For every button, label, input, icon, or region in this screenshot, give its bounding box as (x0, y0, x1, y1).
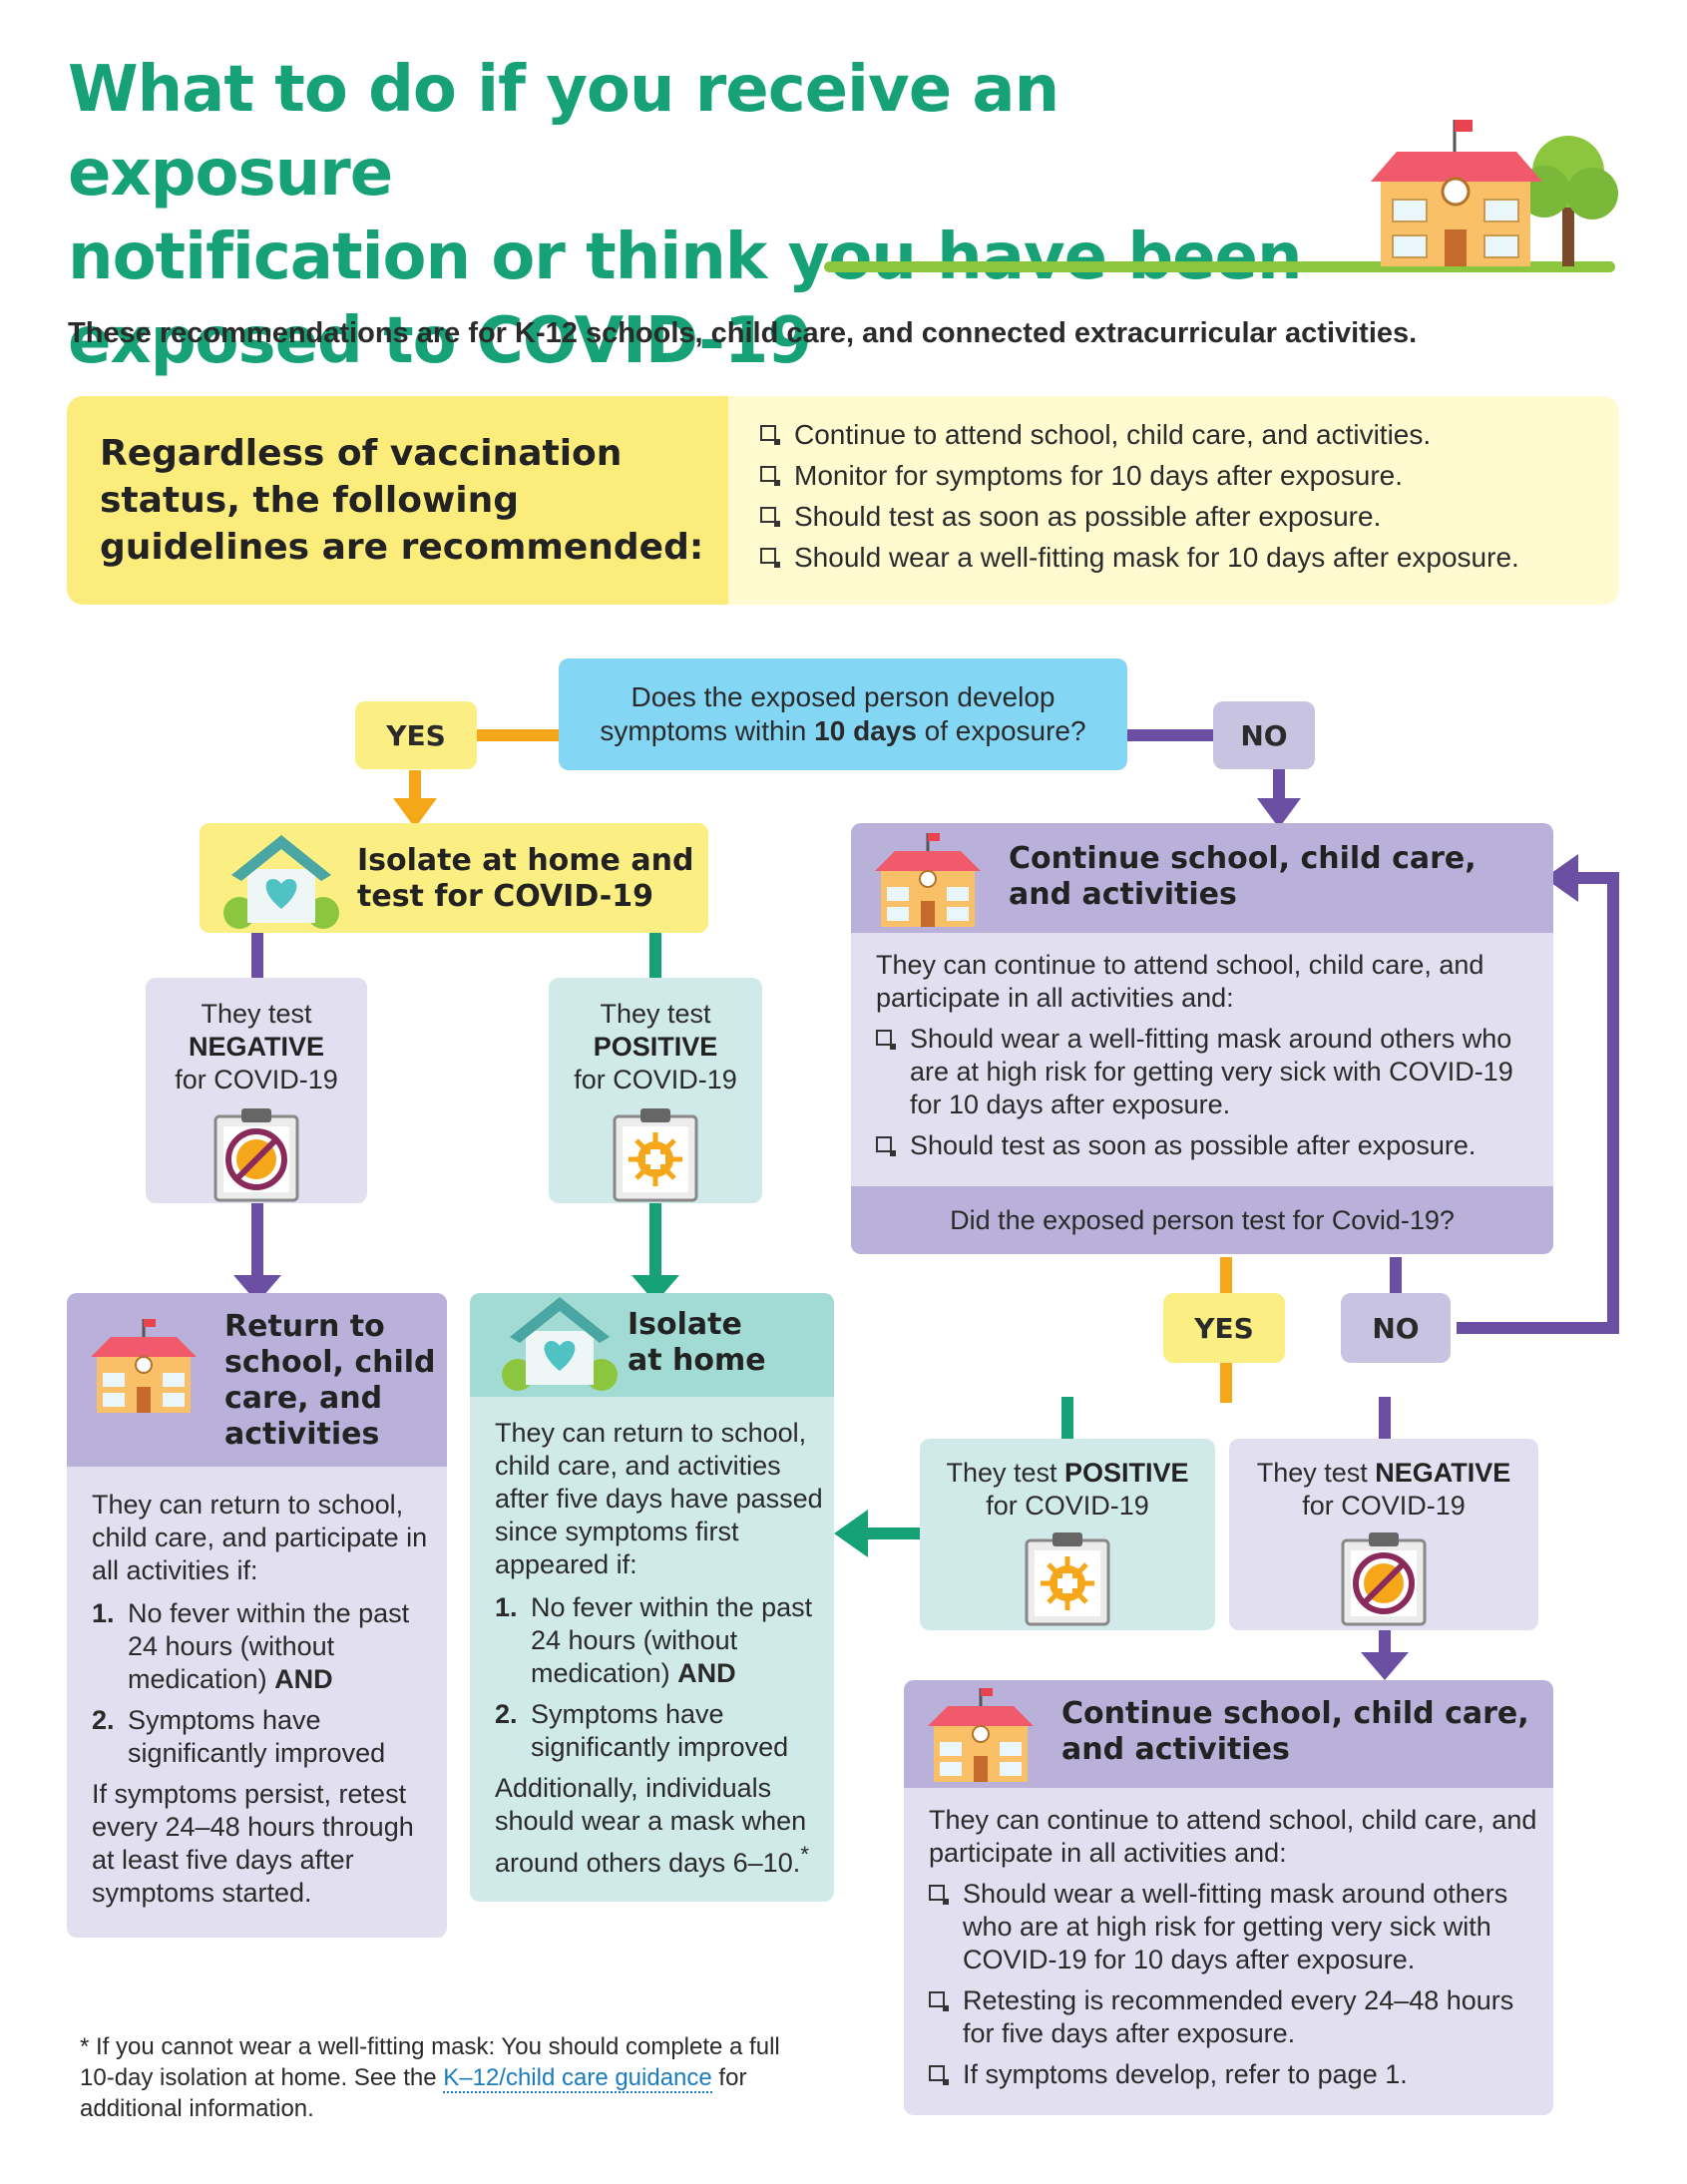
guideline-item: Should wear a well-fitting mask for 10 d… (760, 541, 1619, 575)
school-icon (875, 833, 981, 927)
continue-bottom-title: Continue school, child care,and activiti… (1061, 1696, 1529, 1767)
school-tree-illustration-icon (1371, 120, 1618, 266)
list-item: 1.No fever within the past 24 hours (wit… (495, 1592, 813, 1688)
guideline-item: Continue to attend school, child care, a… (760, 418, 1619, 452)
yes-label: YES (355, 701, 477, 769)
footnote: * If you cannot wear a well-fitting mask… (80, 2033, 780, 2122)
list-item: Should wear a well-fitting mask around o… (929, 1878, 1537, 1976)
checkbox-icon (929, 1991, 949, 2011)
list-item: 2.Symptoms have significantly improved (495, 1699, 789, 1762)
guidelines-heading: Regardless of vaccination status, the fo… (67, 396, 728, 605)
checkbox-icon (876, 1136, 896, 1156)
no-label: NO (1341, 1293, 1451, 1363)
house-heart-icon (223, 835, 339, 929)
checkbox-icon (929, 1885, 949, 1905)
checkbox-icon (760, 425, 780, 445)
positive-test-clipboard-icon (613, 1108, 698, 1202)
negative-test-clipboard-icon (213, 1108, 299, 1202)
positive-test-clipboard-icon (1025, 1532, 1110, 1626)
school-icon (91, 1319, 197, 1413)
list-item: Should wear a well-fitting mask around o… (876, 1023, 1534, 1121)
test-negative-box: They test NEGATIVE for COVID-19 (146, 978, 367, 1203)
checkbox-icon (760, 548, 780, 568)
continue-top-title: Continue school, child care,and activiti… (1009, 841, 1476, 912)
school-icon (928, 1688, 1034, 1782)
list-item: Retesting is recommended every 24–48 hou… (929, 1984, 1537, 2050)
title-line-1: What to do if you receive an exposure (68, 53, 1059, 211)
return-to-school-box: Return to school, child care, and activi… (67, 1293, 447, 1938)
guidance-link[interactable]: K–12/child care guidance (443, 2064, 712, 2093)
list-item: Should test as soon as possible after ex… (876, 1129, 1534, 1162)
did-test-question: Did the exposed person test for Covid-19… (851, 1186, 1553, 1254)
return-to-school-title: Return to school, child care, and activi… (224, 1309, 436, 1452)
title-line-2: notification or think you have been (68, 220, 1302, 294)
no-label: NO (1213, 701, 1315, 769)
title-line-3: exposed to COVID-19 (68, 304, 812, 378)
test-positive-box: They test POSITIVE for COVID-19 (549, 978, 762, 1203)
checkbox-icon (760, 466, 780, 486)
guidelines-list: Continue to attend school, child care, a… (728, 396, 1619, 605)
guideline-item: Monitor for symptoms for 10 days after e… (760, 459, 1619, 493)
isolate-at-home-title: Isolate at home (628, 1307, 766, 1378)
subtitle: These recommendations are for K-12 schoo… (68, 317, 1418, 349)
list-item: If symptoms develop, refer to page 1. (929, 2058, 1537, 2091)
list-item: 1.No fever within the past 24 hours (wit… (92, 1598, 410, 1694)
list-item: 2.Symptoms have significantly improved (92, 1705, 386, 1768)
page-title: What to do if you receive an exposure no… (68, 48, 1395, 383)
right-test-negative-box: They test NEGATIVE for COVID-19 (1229, 1439, 1538, 1630)
checkbox-icon (929, 2065, 949, 2085)
checkbox-icon (760, 507, 780, 527)
yes-label: YES (1163, 1293, 1285, 1363)
guideline-item: Should test as soon as possible after ex… (760, 500, 1619, 534)
title-underline (824, 261, 1615, 272)
continue-school-top-box: Continue school, child care,and activiti… (851, 823, 1553, 1254)
continue-school-bottom-box: Continue school, child care,and activiti… (904, 1680, 1553, 2115)
house-heart-icon (502, 1297, 618, 1391)
right-test-positive-box: They test POSITIVE for COVID-19 (920, 1439, 1215, 1630)
symptoms-question: Does the exposed person develop symptoms… (559, 658, 1127, 770)
negative-test-clipboard-icon (1341, 1532, 1427, 1626)
checkbox-icon (876, 1030, 896, 1050)
isolate-at-home-box: Isolate at home They can return to schoo… (470, 1293, 834, 1902)
